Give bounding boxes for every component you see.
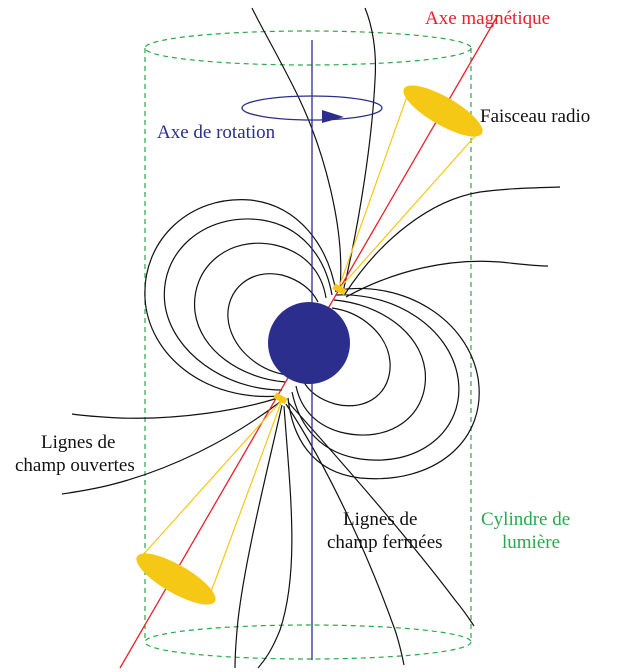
rotation-indicator — [241, 95, 383, 123]
beam-cap — [403, 85, 483, 137]
light-cylinder — [144, 30, 472, 660]
beam-edge — [337, 87, 411, 291]
closed-field-line — [227, 273, 319, 376]
open-field-line — [344, 186, 561, 295]
beam-edge — [207, 399, 283, 601]
open-field-line — [287, 401, 475, 627]
open-field-line — [285, 403, 405, 666]
closed-field-line — [287, 287, 480, 480]
label-open-lines-2: champ ouvertes — [15, 455, 135, 476]
label-rotation-axis: Axe de rotation — [157, 122, 276, 143]
beam-edge — [141, 399, 283, 557]
label-open-lines-1: Lignes de — [41, 432, 115, 453]
closed-field-line — [144, 199, 337, 398]
beam-edge — [337, 134, 477, 291]
beam-cap — [136, 553, 216, 605]
open-field-line — [251, 7, 342, 289]
light-cylinder-bottom — [144, 624, 472, 660]
open-field-line — [345, 260, 549, 298]
beam-base-marker — [332, 283, 347, 296]
radio-beam-bottom — [136, 392, 288, 605]
radio-beam-top — [332, 85, 483, 296]
open-field-line — [234, 404, 283, 669]
closed-field-line — [291, 294, 460, 461]
closed-field-line — [163, 218, 333, 391]
closed-field-line — [194, 242, 327, 383]
open-field-lines — [61, 7, 561, 669]
neutron-star — [268, 302, 350, 384]
label-magnetic-axis: Axe magnétique — [425, 8, 550, 29]
closed-field-line — [301, 307, 391, 407]
closed-field-line — [295, 299, 426, 436]
rotation-ellipse — [241, 95, 383, 121]
open-field-line — [257, 405, 293, 669]
light-cylinder-top — [144, 30, 472, 66]
closed-field-lines — [144, 199, 480, 480]
label-light-cylinder-2: lumière — [502, 532, 560, 553]
label-closed-lines-2: champ fermées — [327, 532, 443, 553]
label-light-cylinder-1: Cylindre de — [481, 509, 570, 530]
beam-base-marker — [273, 392, 288, 405]
rotation-arrow-icon — [322, 110, 344, 123]
label-closed-lines-1: Lignes de — [343, 509, 417, 530]
open-field-line — [342, 7, 377, 293]
open-field-line — [61, 401, 281, 495]
label-radio-beam: Faisceau radio — [480, 106, 590, 127]
open-field-line — [71, 397, 279, 419]
